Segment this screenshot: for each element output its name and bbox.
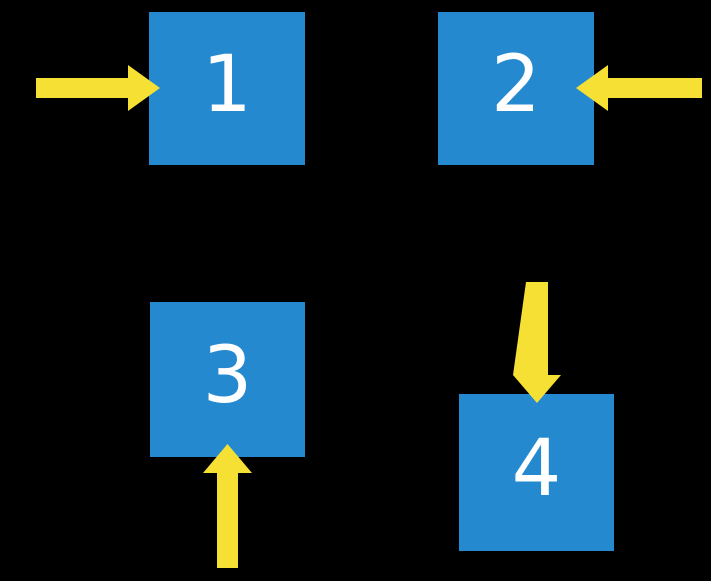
numbered-box-1[interactable]: 1 <box>149 12 305 165</box>
box-label: 4 <box>511 423 562 514</box>
arrow-left-icon <box>576 65 702 111</box>
numbered-box-2[interactable]: 2 <box>438 12 594 165</box>
arrow-up-icon <box>203 444 252 568</box>
numbered-box-3[interactable]: 3 <box>150 302 305 457</box>
numbered-box-4[interactable]: 4 <box>459 394 614 551</box>
box-label: 1 <box>202 39 252 130</box>
box-label: 3 <box>202 330 253 421</box>
box-label: 2 <box>491 39 541 130</box>
arrow-down-icon <box>513 282 561 403</box>
arrow-right-icon <box>36 65 160 111</box>
